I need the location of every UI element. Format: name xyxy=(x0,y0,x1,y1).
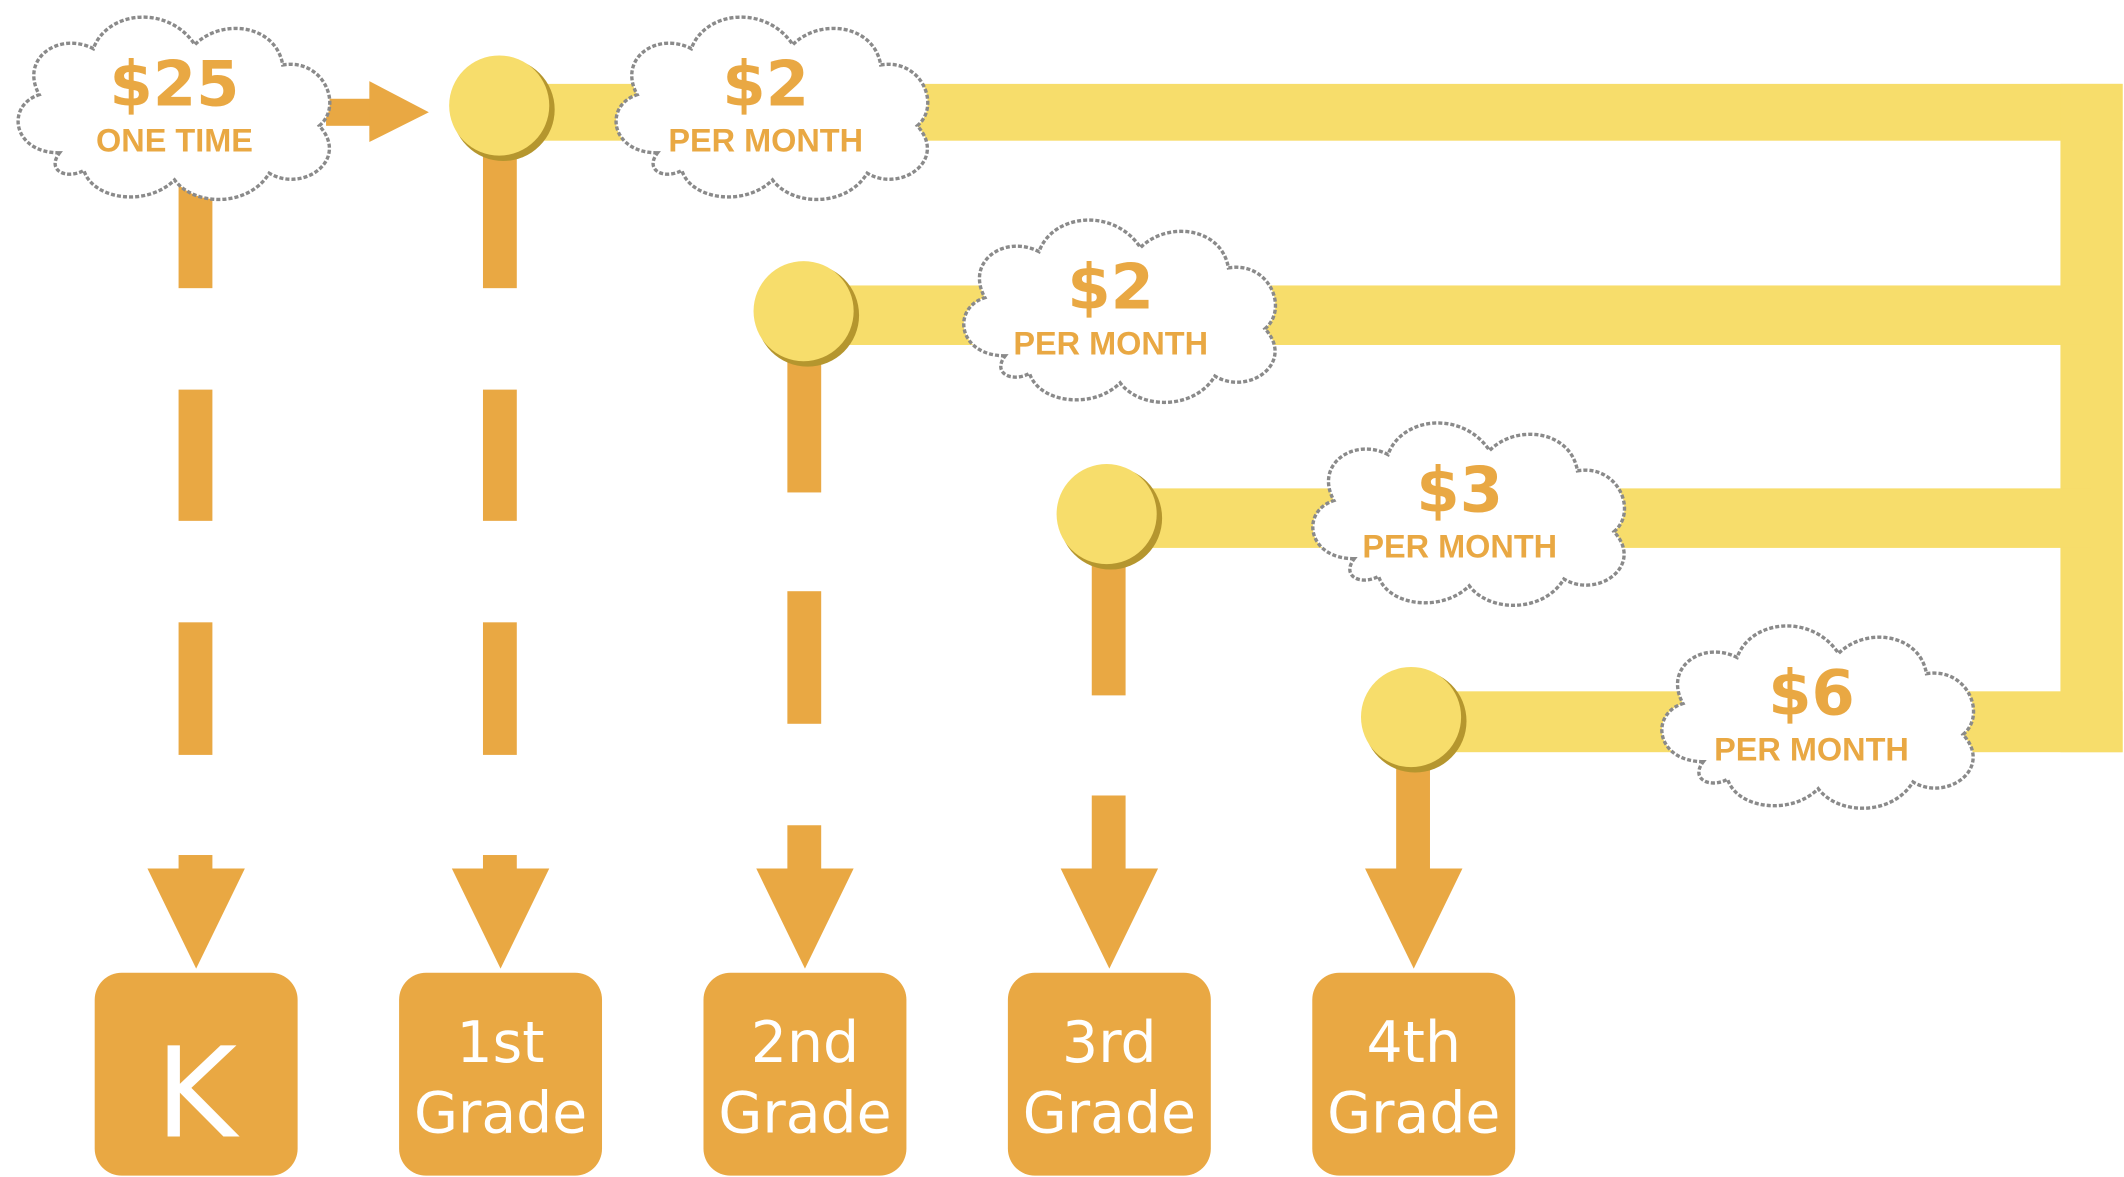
grade-box-4th[interactable]: 4th Grade xyxy=(1312,972,1516,1176)
price-cloud-4th: $6 PER MONTH xyxy=(1660,624,1976,810)
grade-label: 4th xyxy=(1367,1010,1461,1076)
price-cloud-2nd: $2 PER MONTH xyxy=(962,218,1278,405)
grade-connectors xyxy=(147,148,1463,969)
node-4th xyxy=(1360,666,1467,773)
grade-box-k[interactable]: K xyxy=(94,972,298,1176)
timeline-nodes xyxy=(449,55,1467,773)
grade-label: K xyxy=(155,1021,240,1166)
node-1st xyxy=(449,55,555,161)
cloud-price: $3 xyxy=(1416,453,1503,526)
grade-label: Grade xyxy=(1327,1080,1500,1146)
cloud-period: PER MONTH xyxy=(1362,528,1557,564)
down-arrow-icon xyxy=(1060,868,1159,969)
down-arrow-icon xyxy=(147,868,245,969)
down-arrow-icon xyxy=(756,868,854,969)
price-cloud-kindergarten: $25 ONE TIME xyxy=(16,15,332,202)
cloud-period: ONE TIME xyxy=(96,123,253,159)
cloud-period: PER MONTH xyxy=(1013,325,1208,361)
cloud-price: $2 xyxy=(1067,250,1154,323)
track-vertical xyxy=(2060,83,2123,753)
grade-box-1st[interactable]: 1st Grade xyxy=(399,972,603,1176)
down-arrow-icon xyxy=(451,868,550,969)
down-arrow-icon xyxy=(1365,868,1463,969)
grade-box-3rd[interactable]: 3rd Grade xyxy=(1007,972,1211,1176)
cloud-period: PER MONTH xyxy=(1714,731,1909,767)
grade-label: 3rd xyxy=(1062,1010,1157,1076)
price-cloud-3rd: $3 PER MONTH xyxy=(1311,421,1627,608)
grade-label: Grade xyxy=(718,1080,891,1146)
price-cloud-1st: $2 PER MONTH xyxy=(614,15,930,202)
grade-label: 2nd xyxy=(751,1010,859,1076)
arrow-right-icon xyxy=(326,81,429,143)
cloud-price: $6 xyxy=(1768,656,1855,729)
node-3rd xyxy=(1056,464,1163,570)
grade-label: Grade xyxy=(414,1080,587,1146)
node-2nd xyxy=(753,261,860,367)
grade-box-2nd[interactable]: 2nd Grade xyxy=(703,972,907,1176)
grade-label: 1st xyxy=(457,1010,545,1076)
cloud-period: PER MONTH xyxy=(668,123,863,159)
cloud-price: $25 xyxy=(110,48,240,121)
grade-label: Grade xyxy=(1023,1080,1196,1146)
cloud-price: $2 xyxy=(722,48,809,121)
